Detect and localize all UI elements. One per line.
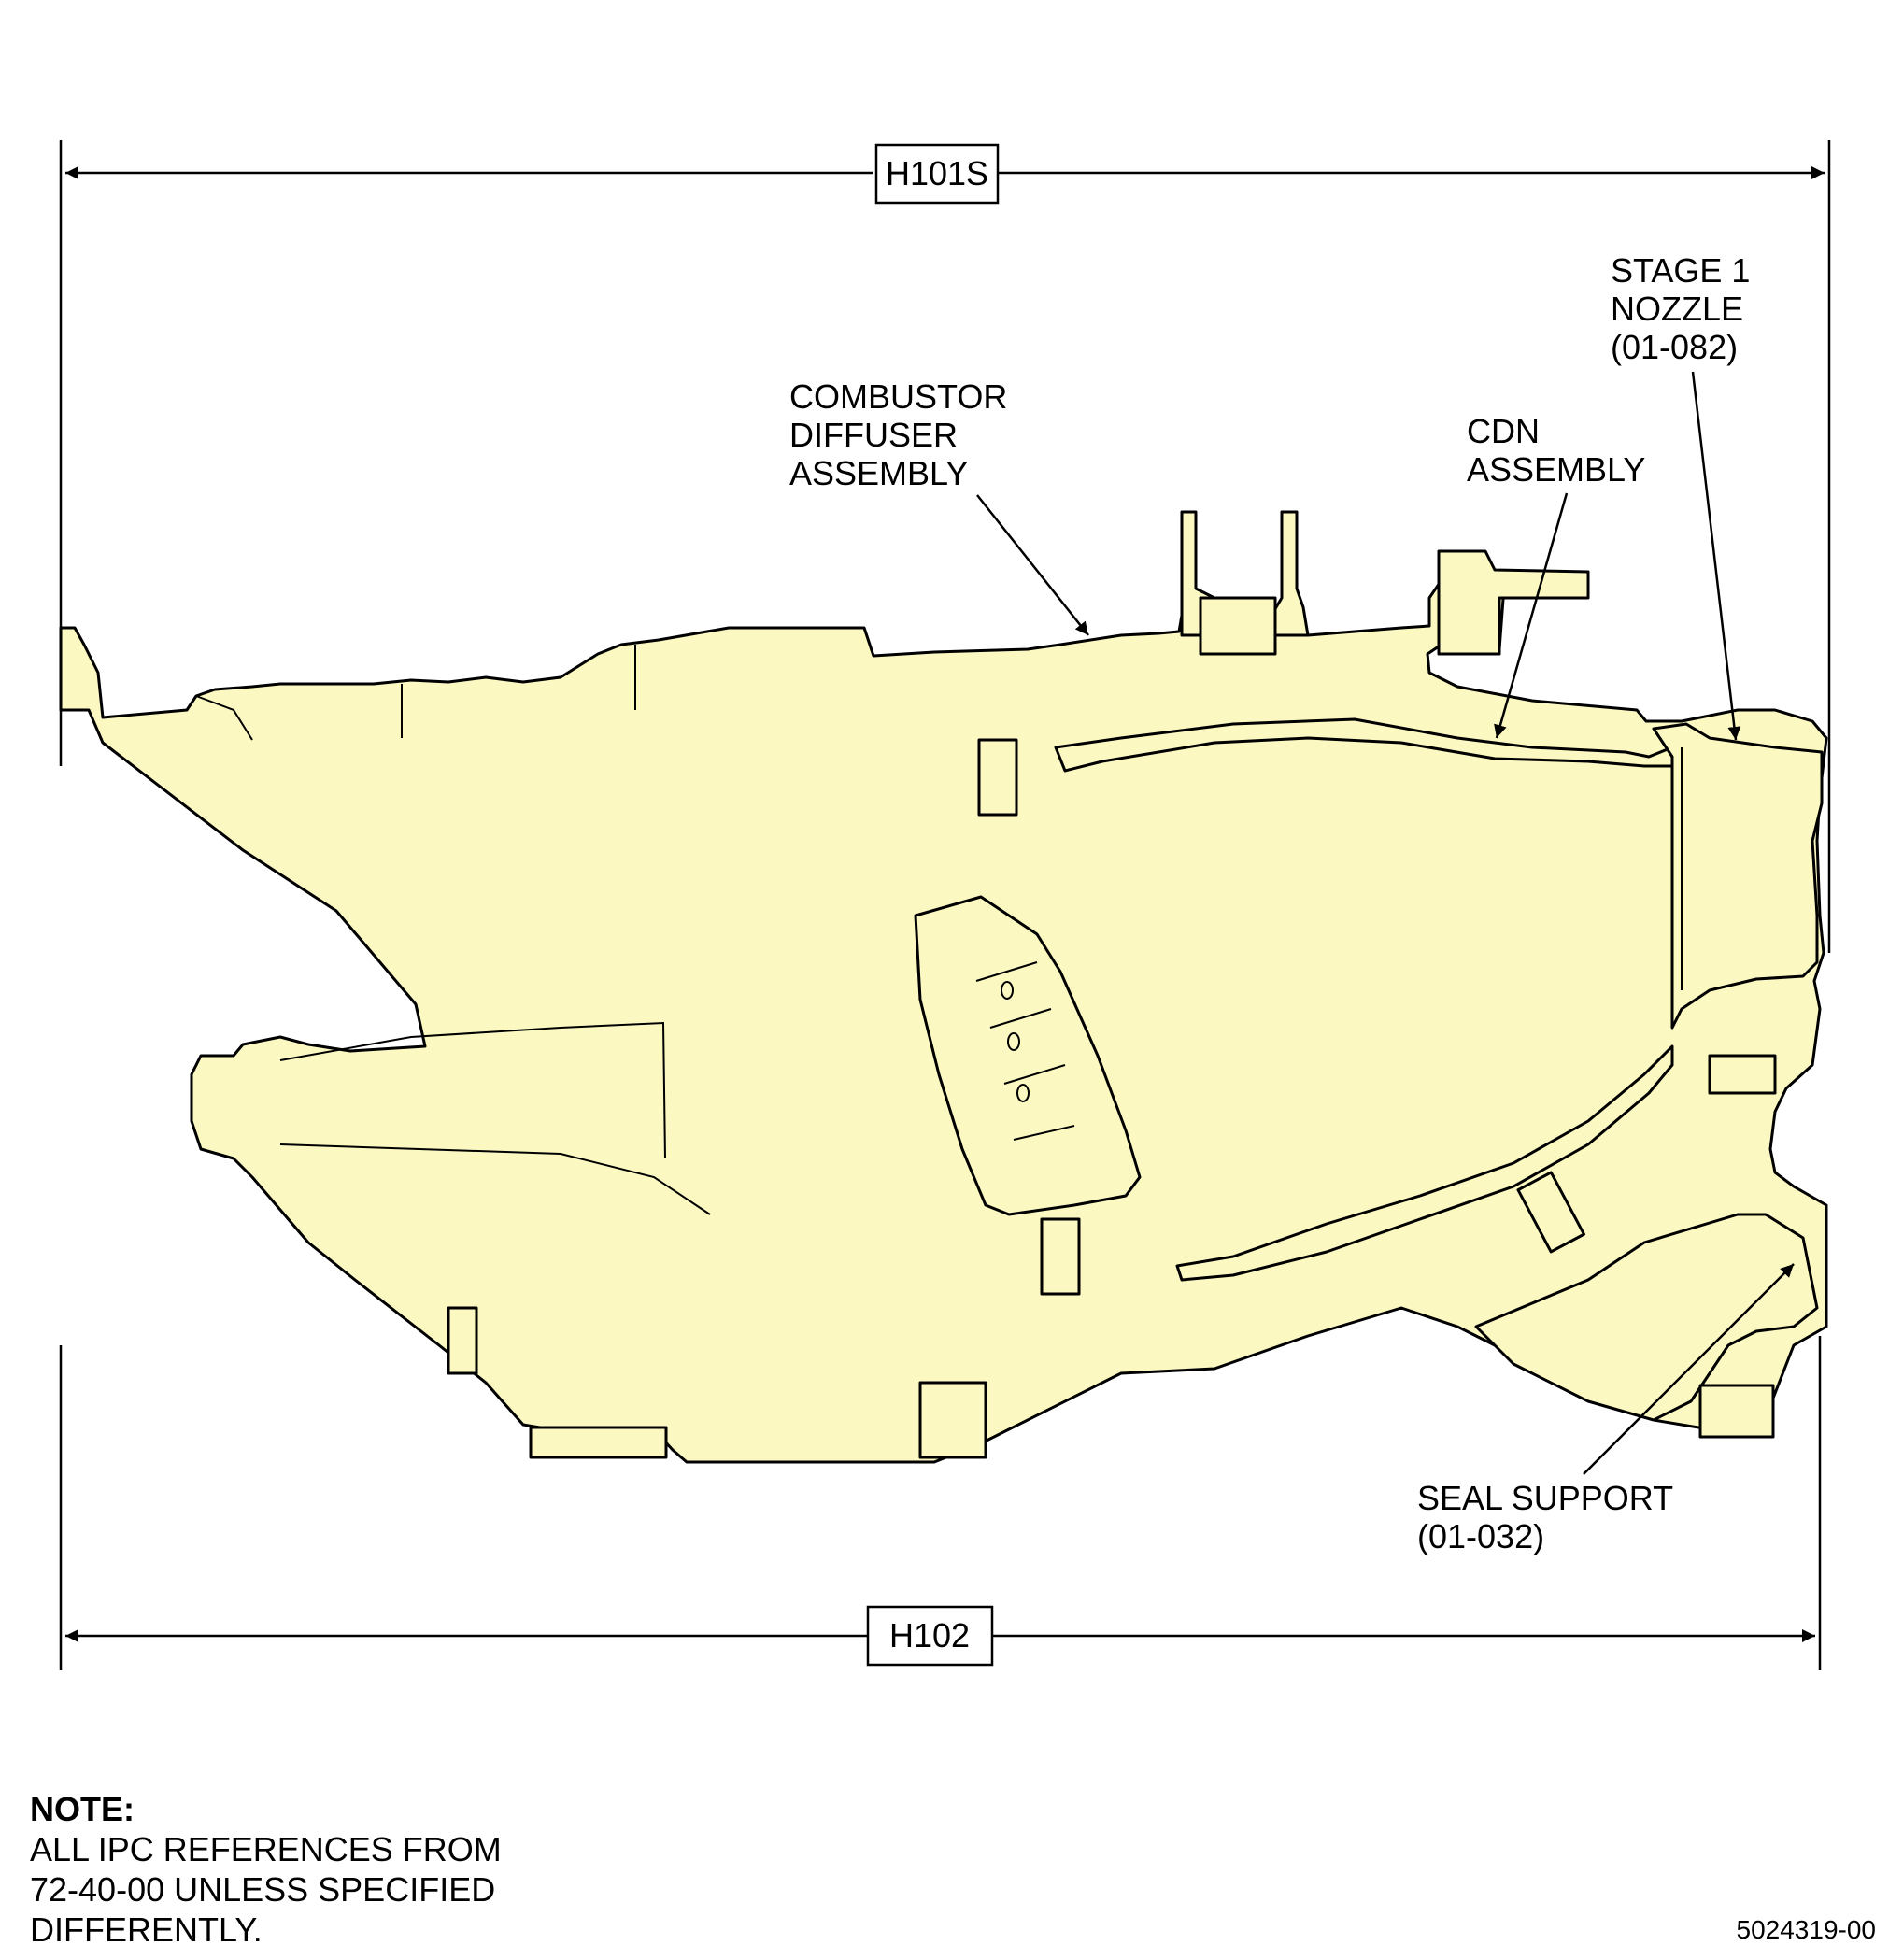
detail-line-4 [401, 645, 636, 738]
aft-pad [1698, 1384, 1775, 1439]
top-dimension-box [874, 143, 1000, 205]
general-note: NOTE: ALL IPC REFERENCES FROM 72-40-00 U… [30, 1789, 502, 1950]
figure-number: 5024319-00 [1736, 1915, 1876, 1944]
combustor-section [59, 510, 1828, 1464]
bolt-3 [447, 1306, 478, 1375]
seal-support-label-line2: (01-032) [1417, 1517, 1544, 1555]
detail-line-3 [195, 695, 253, 741]
callout-stage1-nozzle: STAGE 1 NOZZLE (01-082) [1611, 251, 1750, 741]
combustor-liner-inner [1175, 1044, 1674, 1282]
combustor-dome [914, 895, 1142, 1216]
callout-cdn-assembly: CDN ASSEMBLY [1467, 412, 1645, 739]
cdn-label-line2: ASSEMBLY [1467, 450, 1645, 489]
note-line-1: ALL IPC REFERENCES FROM [30, 1830, 502, 1868]
stage1-nozzle-label-line2: NOZZLE [1611, 290, 1743, 328]
note-heading: NOTE: [30, 1790, 135, 1828]
stage1-nozzle-label-line3: (01-082) [1611, 328, 1738, 366]
detail-line-2 [279, 1021, 666, 1159]
seal-support [1474, 1213, 1819, 1422]
cooling-hole-3 [1016, 1084, 1030, 1102]
stage1-nozzle-label-line1: STAGE 1 [1611, 251, 1750, 290]
bottom-dimension-label: H102 [889, 1616, 970, 1655]
note-line-2: 72-40-00 UNLESS SPECIFIED [30, 1870, 496, 1909]
callout-seal-support: SEAL SUPPORT (01-032) [1417, 1263, 1795, 1555]
top-dimension: H101S [59, 140, 1831, 953]
note-line-3: DIFFERENTLY. [30, 1910, 263, 1949]
cdn-label-line1: CDN [1467, 412, 1540, 450]
bolt-1 [977, 738, 1018, 817]
detail-line-1 [279, 1143, 711, 1215]
bolt-5 [1708, 1054, 1777, 1095]
bolt-2 [1040, 1217, 1081, 1296]
detail-line-6 [975, 961, 1075, 1141]
callout-combustor-diffuser: COMBUSTOR DIFFUSER ASSEMBLY [789, 377, 1089, 636]
bottom-dimension-box [866, 1605, 994, 1667]
top-dimension-label: H101S [886, 154, 988, 192]
cooling-hole-2 [1007, 1032, 1020, 1051]
seal-support-label-line1: SEAL SUPPORT [1417, 1479, 1673, 1517]
aft-flange-boss [1437, 549, 1590, 656]
cooling-hole-1 [1001, 981, 1014, 1000]
bolt-6 [1199, 596, 1277, 656]
bolt-4 [1516, 1171, 1585, 1254]
combustor-label-line1: COMBUSTOR [789, 377, 1007, 416]
bottom-dimension: H102 [59, 1336, 1822, 1670]
bottom-flange-block [918, 1381, 987, 1459]
bottom-pad [529, 1426, 668, 1459]
stage1-nozzle [1652, 722, 1824, 1030]
combustor-label-line2: DIFFUSER [789, 416, 958, 454]
combustor-label-line3: ASSEMBLY [789, 454, 968, 492]
